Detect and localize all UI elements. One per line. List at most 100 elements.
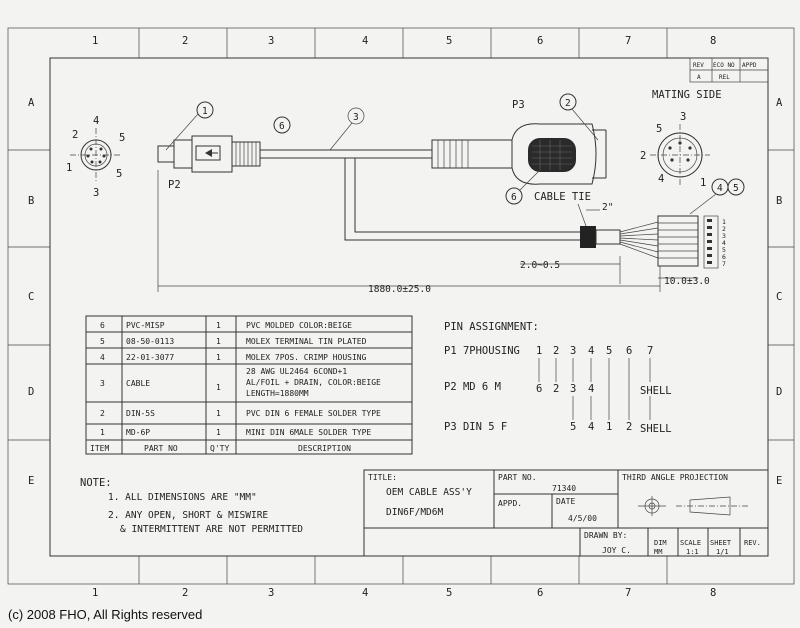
- copyright-notice: (c) 2008 FHO, All Rights reserved: [8, 607, 203, 622]
- svg-text:SHELL: SHELL: [640, 423, 672, 435]
- p2-pin-label: 3: [93, 187, 99, 199]
- cable-tie-and-breakout: [580, 215, 719, 269]
- housing-pin-number: 1: [722, 218, 726, 226]
- row-label: E: [776, 475, 782, 487]
- svg-text:APPD: APPD: [742, 62, 757, 69]
- col-label: 6: [537, 587, 543, 599]
- svg-text:REV: REV: [693, 62, 704, 69]
- svg-text:4: 4: [588, 345, 594, 357]
- svg-text:6: 6: [536, 383, 542, 395]
- svg-text:1: 1: [100, 428, 105, 437]
- svg-text:A: A: [697, 74, 701, 81]
- projection-label: THIRD ANGLE PROJECTION: [622, 473, 728, 482]
- pin-assignment-title: PIN ASSIGNMENT:: [444, 321, 539, 333]
- housing-pin-number: 6: [722, 253, 726, 261]
- strip-length-dim: 10.0±3.0: [664, 276, 710, 287]
- svg-text:1: 1: [216, 337, 221, 346]
- sheet-value: 1/1: [716, 548, 729, 556]
- drawing-title: OEM CABLE ASS'Y: [386, 487, 472, 498]
- svg-text:P1 7PHOUSING: P1 7PHOUSING: [444, 345, 520, 357]
- svg-text:3: 3: [570, 383, 576, 395]
- svg-text:7: 7: [647, 345, 653, 357]
- bom-row: 5 08-50-0113 1 MOLEX TERMINAL TIN PLATED: [100, 337, 367, 346]
- svg-text:2: 2: [626, 421, 632, 433]
- svg-text:5: 5: [570, 421, 576, 433]
- col-label: 1: [92, 35, 98, 47]
- svg-text:AL/FOIL + DRAIN, COLOR:BEIGE: AL/FOIL + DRAIN, COLOR:BEIGE: [246, 378, 381, 387]
- col-label: 4: [362, 35, 368, 47]
- scale-label: SCALE: [680, 539, 701, 547]
- svg-text:2: 2: [100, 409, 105, 418]
- grid-column-markers: [138, 28, 668, 584]
- svg-text:PVC DIN 6 FEMALE SOLDER TYPE: PVC DIN 6 FEMALE SOLDER TYPE: [246, 409, 381, 418]
- bom-row: 2 DIN-5S 1 PVC DIN 6 FEMALE SOLDER TYPE: [100, 409, 381, 418]
- date-value: 4/5/00: [568, 514, 597, 523]
- dimension-lines: [157, 170, 698, 292]
- title-label: TITLE:: [368, 473, 397, 482]
- p3-face-view: [650, 124, 710, 186]
- col-label: 7: [625, 35, 631, 47]
- bom-table-grid: [85, 315, 413, 455]
- bom-row: 1 MD-6P 1 MINI DIN 6MALE SOLDER TYPE: [100, 428, 371, 437]
- housing-pin-number: 4: [722, 239, 726, 247]
- callout-label: 3: [353, 112, 359, 123]
- cable-line: [260, 149, 580, 241]
- p3-pin-label: 5: [656, 123, 662, 135]
- svg-text:1: 1: [536, 345, 542, 357]
- col-label: 3: [268, 35, 274, 47]
- sheet-label: SHEET: [710, 539, 732, 547]
- col-label: 2: [182, 35, 188, 47]
- col-label: 8: [710, 587, 716, 599]
- housing-pin-number: 5: [722, 246, 726, 254]
- p2-pin-label: 5: [116, 168, 122, 180]
- svg-text:2: 2: [553, 345, 559, 357]
- part-no-label: PART NO.: [498, 473, 537, 482]
- svg-text:SHELL: SHELL: [640, 385, 672, 397]
- row-label: B: [776, 195, 782, 207]
- svg-text:5: 5: [606, 345, 612, 357]
- p2-label: P2: [168, 179, 181, 191]
- projection-symbol: [638, 496, 748, 516]
- title-block-grid: [363, 469, 769, 557]
- p3-label: P3: [512, 99, 525, 111]
- outer-border: [7, 27, 795, 585]
- col-label: 2: [182, 587, 188, 599]
- col-label: 5: [446, 587, 452, 599]
- svg-text:3: 3: [570, 345, 576, 357]
- svg-text:DESCRIPTION: DESCRIPTION: [298, 444, 351, 453]
- col-label: 6: [537, 35, 543, 47]
- svg-text:1: 1: [216, 383, 221, 392]
- svg-text:6: 6: [626, 345, 632, 357]
- tie-offset-dim: 2.0~0.5: [520, 260, 560, 271]
- callout-label: 2: [565, 98, 571, 109]
- svg-text:28 AWG UL2464 6COND+1: 28 AWG UL2464 6COND+1: [246, 367, 347, 376]
- pin-assignment-row: P3 DIN 5 F 5 4 1 2 SHELL: [444, 421, 672, 435]
- housing-pin-number: 2: [722, 225, 726, 233]
- col-label: 1: [92, 587, 98, 599]
- row-label: E: [28, 475, 34, 487]
- callout-balloons: [165, 93, 745, 215]
- row-label: C: [28, 291, 34, 303]
- svg-text:4: 4: [588, 383, 594, 395]
- p2-pin-label: 4: [93, 115, 99, 127]
- svg-text:PVC-MISP: PVC-MISP: [126, 321, 165, 330]
- svg-text:1: 1: [216, 321, 221, 330]
- overall-length-dim: 1880.0±25.0: [368, 284, 431, 295]
- svg-text:DIN-5S: DIN-5S: [126, 409, 155, 418]
- svg-text:PVC MOLDED COLOR:BEIGE: PVC MOLDED COLOR:BEIGE: [246, 321, 352, 330]
- housing-pin-number: 7: [722, 260, 726, 268]
- svg-text:MD-6P: MD-6P: [126, 428, 150, 437]
- col-label: 7: [625, 587, 631, 599]
- callout-label: 1: [202, 106, 208, 117]
- svg-text:P3 DIN 5 F: P3 DIN 5 F: [444, 421, 507, 433]
- row-label: D: [776, 386, 782, 398]
- housing-pin-number: 3: [722, 232, 726, 240]
- p3-pin-label: 3: [680, 111, 686, 123]
- note-line: 2. ANY OPEN, SHORT & MISWIRE: [108, 510, 268, 521]
- dim-label: DIM: [654, 539, 667, 547]
- notes-heading: NOTE:: [80, 477, 112, 489]
- p2-face-view: [70, 128, 122, 182]
- callout-label: 6: [279, 121, 285, 132]
- col-label: 5: [446, 35, 452, 47]
